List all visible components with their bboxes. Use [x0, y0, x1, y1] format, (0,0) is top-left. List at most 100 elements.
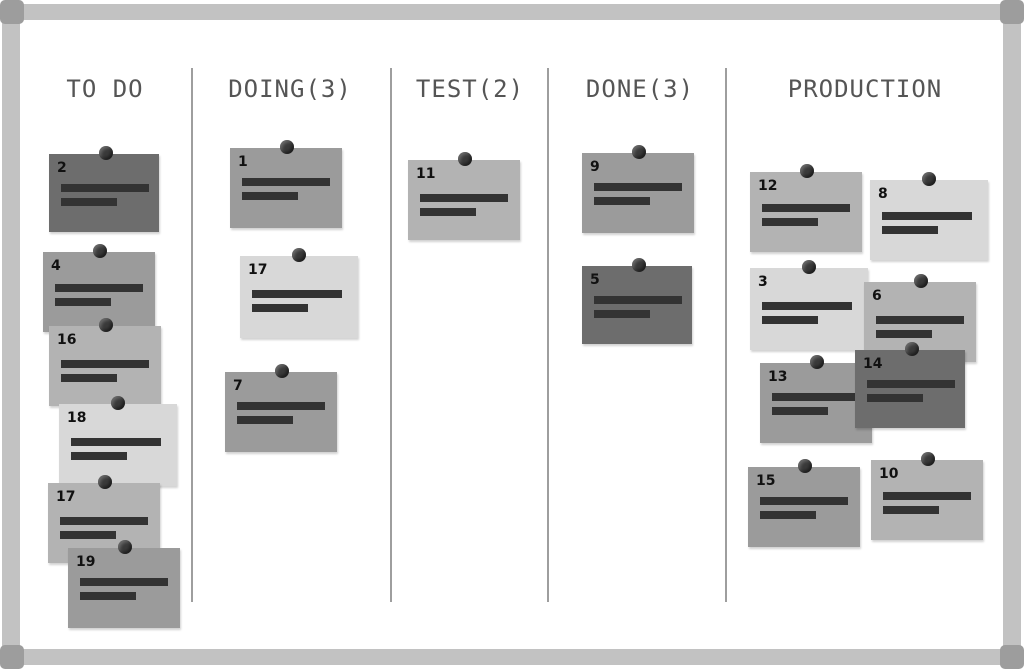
card-number: 19 — [76, 554, 96, 570]
text-placeholder-line — [882, 226, 938, 234]
pushpin-icon — [99, 146, 113, 160]
pushpin-icon — [632, 258, 646, 272]
text-placeholder-line — [242, 192, 298, 200]
text-placeholder-line — [80, 592, 136, 600]
column-divider — [390, 68, 392, 602]
text-placeholder-line — [252, 304, 308, 312]
card-number: 5 — [590, 272, 600, 288]
card-number: 9 — [590, 159, 600, 175]
sticky-note-card[interactable]: 13 — [760, 355, 872, 443]
sticky-note-card[interactable]: 12 — [750, 164, 862, 252]
pushpin-icon — [905, 342, 919, 356]
sticky-note-card[interactable]: 19 — [68, 540, 180, 628]
card-number: 17 — [56, 489, 76, 505]
sticky-note-card[interactable]: 16 — [49, 318, 161, 406]
card-number: 3 — [758, 274, 768, 290]
sticky-note-card[interactable]: 9 — [582, 145, 694, 233]
sticky-note-card[interactable]: 7 — [225, 364, 337, 452]
card-number: 7 — [233, 378, 243, 394]
sticky-note-card[interactable]: 3 — [750, 260, 868, 350]
sticky-note-card[interactable]: 1 — [230, 140, 342, 228]
text-placeholder-line — [882, 212, 972, 220]
frame-top-rail — [14, 4, 1010, 20]
sticky-note-card[interactable]: 6 — [864, 274, 976, 362]
text-placeholder-line — [60, 531, 116, 539]
pushpin-icon — [111, 396, 125, 410]
column-divider — [191, 68, 193, 602]
pushpin-icon — [275, 364, 289, 378]
card-number: 16 — [57, 332, 77, 348]
column-title-todo: TO DO — [66, 75, 144, 103]
pushpin-icon — [292, 248, 306, 262]
text-placeholder-line — [61, 184, 149, 192]
frame-corner — [0, 0, 24, 24]
card-number: 15 — [756, 473, 776, 489]
text-placeholder-line — [60, 517, 148, 525]
sticky-note-card[interactable]: 4 — [43, 244, 155, 332]
sticky-note-card[interactable]: 15 — [748, 459, 860, 547]
sticky-note-card[interactable]: 5 — [582, 258, 692, 344]
frame-left-rail — [2, 12, 20, 658]
text-placeholder-line — [55, 284, 143, 292]
text-placeholder-line — [760, 511, 816, 519]
card-number: 1 — [238, 154, 248, 170]
text-placeholder-line — [242, 178, 330, 186]
frame-corner — [1000, 645, 1024, 669]
text-placeholder-line — [762, 218, 818, 226]
pushpin-icon — [802, 260, 816, 274]
text-placeholder-line — [876, 330, 932, 338]
card-number: 4 — [51, 258, 61, 274]
text-placeholder-line — [71, 438, 161, 446]
sticky-note-card[interactable]: 18 — [59, 396, 177, 486]
text-placeholder-line — [61, 374, 117, 382]
text-placeholder-line — [876, 316, 964, 324]
sticky-note-card[interactable]: 2 — [49, 146, 159, 232]
frame-corner — [1000, 0, 1024, 24]
card-number: 13 — [768, 369, 788, 385]
text-placeholder-line — [867, 380, 955, 388]
card-number: 11 — [416, 166, 436, 182]
sticky-note-card[interactable]: 10 — [871, 452, 983, 540]
text-placeholder-line — [762, 316, 818, 324]
text-placeholder-line — [237, 402, 325, 410]
card-number: 12 — [758, 178, 778, 194]
sticky-note-card[interactable]: 11 — [408, 152, 520, 240]
frame-bottom-rail — [14, 649, 1010, 665]
sticky-note-card[interactable]: 14 — [855, 342, 965, 428]
text-placeholder-line — [762, 204, 850, 212]
pushpin-icon — [810, 355, 824, 369]
pushpin-icon — [280, 140, 294, 154]
pushpin-icon — [800, 164, 814, 178]
text-placeholder-line — [237, 416, 293, 424]
text-placeholder-line — [867, 394, 923, 402]
text-placeholder-line — [762, 302, 852, 310]
column-title-production: PRODUCTION — [787, 75, 943, 103]
frame-right-rail — [1003, 12, 1021, 658]
card-number: 2 — [57, 160, 67, 176]
pushpin-icon — [798, 459, 812, 473]
pushpin-icon — [118, 540, 132, 554]
text-placeholder-line — [61, 360, 149, 368]
column-title-done: DONE(3) — [585, 75, 695, 103]
pushpin-icon — [93, 244, 107, 258]
sticky-note-card[interactable]: 8 — [870, 172, 988, 260]
text-placeholder-line — [883, 506, 939, 514]
pushpin-icon — [98, 475, 112, 489]
text-placeholder-line — [760, 497, 848, 505]
text-placeholder-line — [772, 407, 828, 415]
text-placeholder-line — [772, 393, 860, 401]
column-divider — [725, 68, 727, 602]
column-title-test: TEST(2) — [415, 75, 525, 103]
text-placeholder-line — [71, 452, 127, 460]
card-number: 17 — [248, 262, 268, 278]
card-number: 8 — [878, 186, 888, 202]
text-placeholder-line — [594, 197, 650, 205]
pushpin-icon — [99, 318, 113, 332]
card-number: 6 — [872, 288, 882, 304]
sticky-note-card[interactable]: 17 — [240, 248, 358, 338]
pushpin-icon — [632, 145, 646, 159]
text-placeholder-line — [55, 298, 111, 306]
card-number: 10 — [879, 466, 899, 482]
pushpin-icon — [921, 452, 935, 466]
text-placeholder-line — [420, 208, 476, 216]
